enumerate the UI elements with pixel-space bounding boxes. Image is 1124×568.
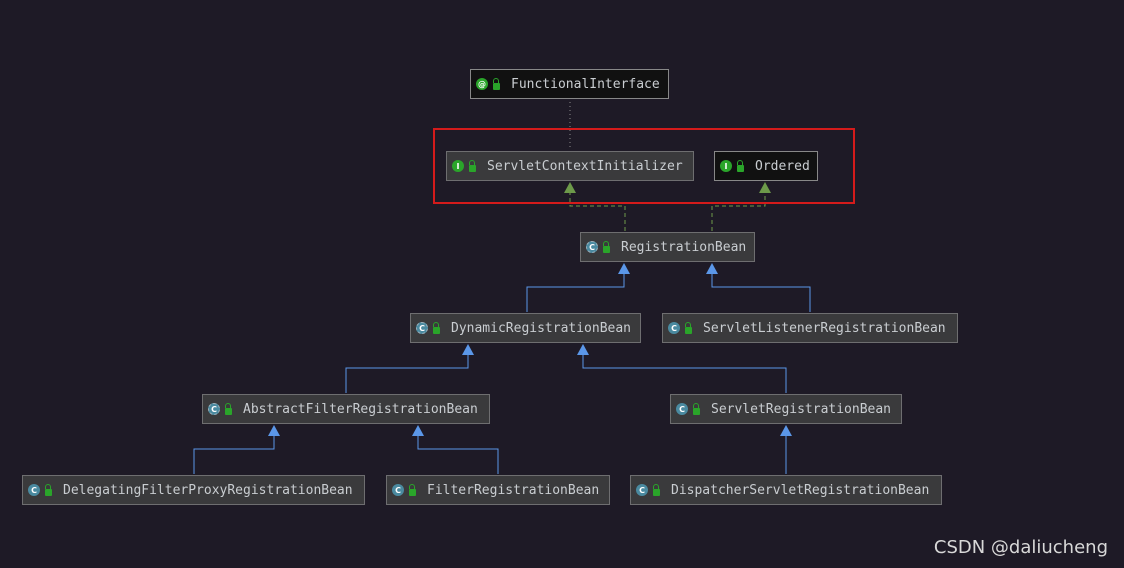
public-lock-icon	[469, 159, 476, 172]
node-ordered[interactable]: I Ordered	[714, 151, 818, 181]
public-lock-icon	[409, 483, 416, 496]
node-servlet-registration-bean[interactable]: C ServletRegistrationBean	[670, 394, 902, 424]
public-lock-icon	[653, 483, 660, 496]
annotation-icon: @	[476, 78, 488, 90]
node-label: AbstractFilterRegistrationBean	[243, 401, 478, 417]
edge-extends-filter-to-abstract-filter	[417, 436, 499, 474]
node-filter-registration-bean[interactable]: C FilterRegistrationBean	[386, 475, 610, 505]
node-label: RegistrationBean	[621, 239, 747, 255]
edge-extends-delegating-to-abstract-filter	[193, 436, 275, 474]
node-abstract-filter-registration-bean[interactable]: C AbstractFilterRegistrationBean	[202, 394, 490, 424]
public-lock-icon	[693, 402, 700, 415]
public-lock-icon	[225, 402, 232, 415]
node-label: ServletListenerRegistrationBean	[703, 320, 946, 336]
edge-extends-servlet-to-dynamic	[582, 355, 787, 393]
arrowhead-servlet-registration	[780, 425, 792, 436]
edge-extends-abstract-filter-to-dynamic	[345, 355, 469, 393]
edge-extends-dynamic-to-registration	[526, 274, 625, 312]
node-delegating-filter-proxy-registration-bean[interactable]: C DelegatingFilterProxyRegistrationBean	[22, 475, 365, 505]
public-lock-icon	[685, 321, 692, 334]
arrowhead-registration-right	[706, 263, 718, 274]
watermark: CSDN @daliucheng	[933, 537, 1108, 558]
arrowhead-dynamic-right	[577, 344, 589, 355]
node-dispatcher-servlet-registration-bean[interactable]: C DispatcherServletRegistrationBean	[630, 475, 942, 505]
interface-icon: I	[720, 160, 732, 172]
abstract-class-icon: C	[416, 322, 428, 334]
public-lock-icon	[737, 159, 744, 172]
arrowhead-ordered	[759, 182, 771, 193]
arrowhead-abstract-filter-left	[268, 425, 280, 436]
class-icon: C	[636, 484, 648, 496]
abstract-class-icon: C	[208, 403, 220, 415]
node-label: ServletContextInitializer	[487, 158, 683, 174]
node-functional-interface[interactable]: @ FunctionalInterface	[470, 69, 669, 99]
node-label: DispatcherServletRegistrationBean	[671, 482, 930, 498]
public-lock-icon	[603, 240, 610, 253]
class-icon: C	[28, 484, 40, 496]
abstract-class-icon: C	[586, 241, 598, 253]
arrowhead-servlet-context-initializer	[564, 182, 576, 193]
node-label: Ordered	[755, 158, 810, 174]
edge-implements-ordered	[711, 193, 766, 231]
public-lock-icon	[493, 77, 500, 90]
class-icon: C	[676, 403, 688, 415]
interface-icon: I	[452, 160, 464, 172]
public-lock-icon	[45, 483, 52, 496]
highlight-box	[433, 128, 855, 204]
node-registration-bean[interactable]: C RegistrationBean	[580, 232, 755, 262]
node-label: ServletRegistrationBean	[711, 401, 892, 417]
node-label: FunctionalInterface	[511, 76, 660, 92]
arrowhead-registration-left	[618, 263, 630, 274]
edge-extends-listener-to-registration	[711, 274, 811, 312]
node-label: DelegatingFilterProxyRegistrationBean	[63, 482, 353, 498]
node-label: DynamicRegistrationBean	[451, 320, 632, 336]
node-dynamic-registration-bean[interactable]: C DynamicRegistrationBean	[410, 313, 641, 343]
arrowhead-abstract-filter-right	[412, 425, 424, 436]
public-lock-icon	[433, 321, 440, 334]
edge-implements-servlet-context-initializer	[569, 193, 626, 231]
arrowhead-dynamic-left	[462, 344, 474, 355]
node-label: FilterRegistrationBean	[427, 482, 600, 498]
class-icon: C	[392, 484, 404, 496]
class-icon: C	[668, 322, 680, 334]
node-servlet-listener-registration-bean[interactable]: C ServletListenerRegistrationBean	[662, 313, 958, 343]
node-servlet-context-initializer[interactable]: I ServletContextInitializer	[446, 151, 694, 181]
